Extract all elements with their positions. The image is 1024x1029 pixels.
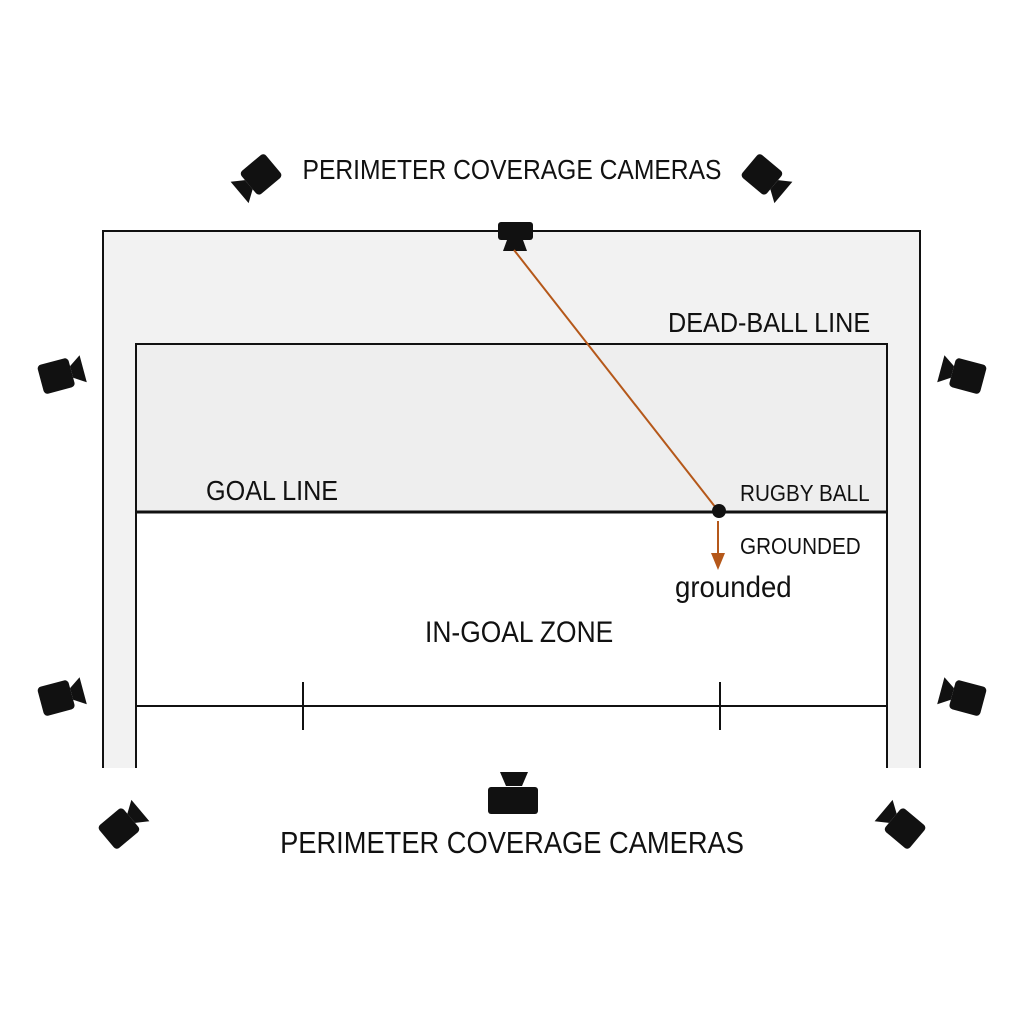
camera-icon bbox=[488, 772, 538, 814]
field-lower-area bbox=[136, 512, 887, 768]
perimeter-cameras-label-top: PERIMETER COVERAGE CAMERAS bbox=[302, 154, 722, 185]
grounded-label-caps: GROUNDED bbox=[740, 533, 861, 559]
rugby-ball-label: RUGBY BALL bbox=[740, 480, 870, 506]
camera-icon bbox=[936, 354, 988, 395]
goal-line-label: GOAL LINE bbox=[206, 475, 339, 506]
camera-trajectory-line bbox=[513, 249, 717, 509]
dead-ball-line bbox=[135, 343, 888, 768]
dead-ball-line-label: DEAD-BALL LINE bbox=[668, 307, 871, 338]
perimeter-cameras-label-bottom: PERIMETER COVERAGE CAMERAS bbox=[280, 825, 744, 860]
camera-icon bbox=[936, 676, 988, 717]
camera-icon bbox=[36, 676, 88, 717]
arrow-down-icon bbox=[711, 521, 725, 570]
camera-icon bbox=[36, 354, 88, 395]
in-goal-zone-label: IN-GOAL ZONE bbox=[425, 616, 614, 649]
rugby-ball-icon bbox=[712, 504, 726, 518]
camera-icon bbox=[498, 222, 533, 251]
in-goal-area-shading bbox=[136, 344, 887, 512]
grounded-label: grounded bbox=[675, 571, 792, 604]
